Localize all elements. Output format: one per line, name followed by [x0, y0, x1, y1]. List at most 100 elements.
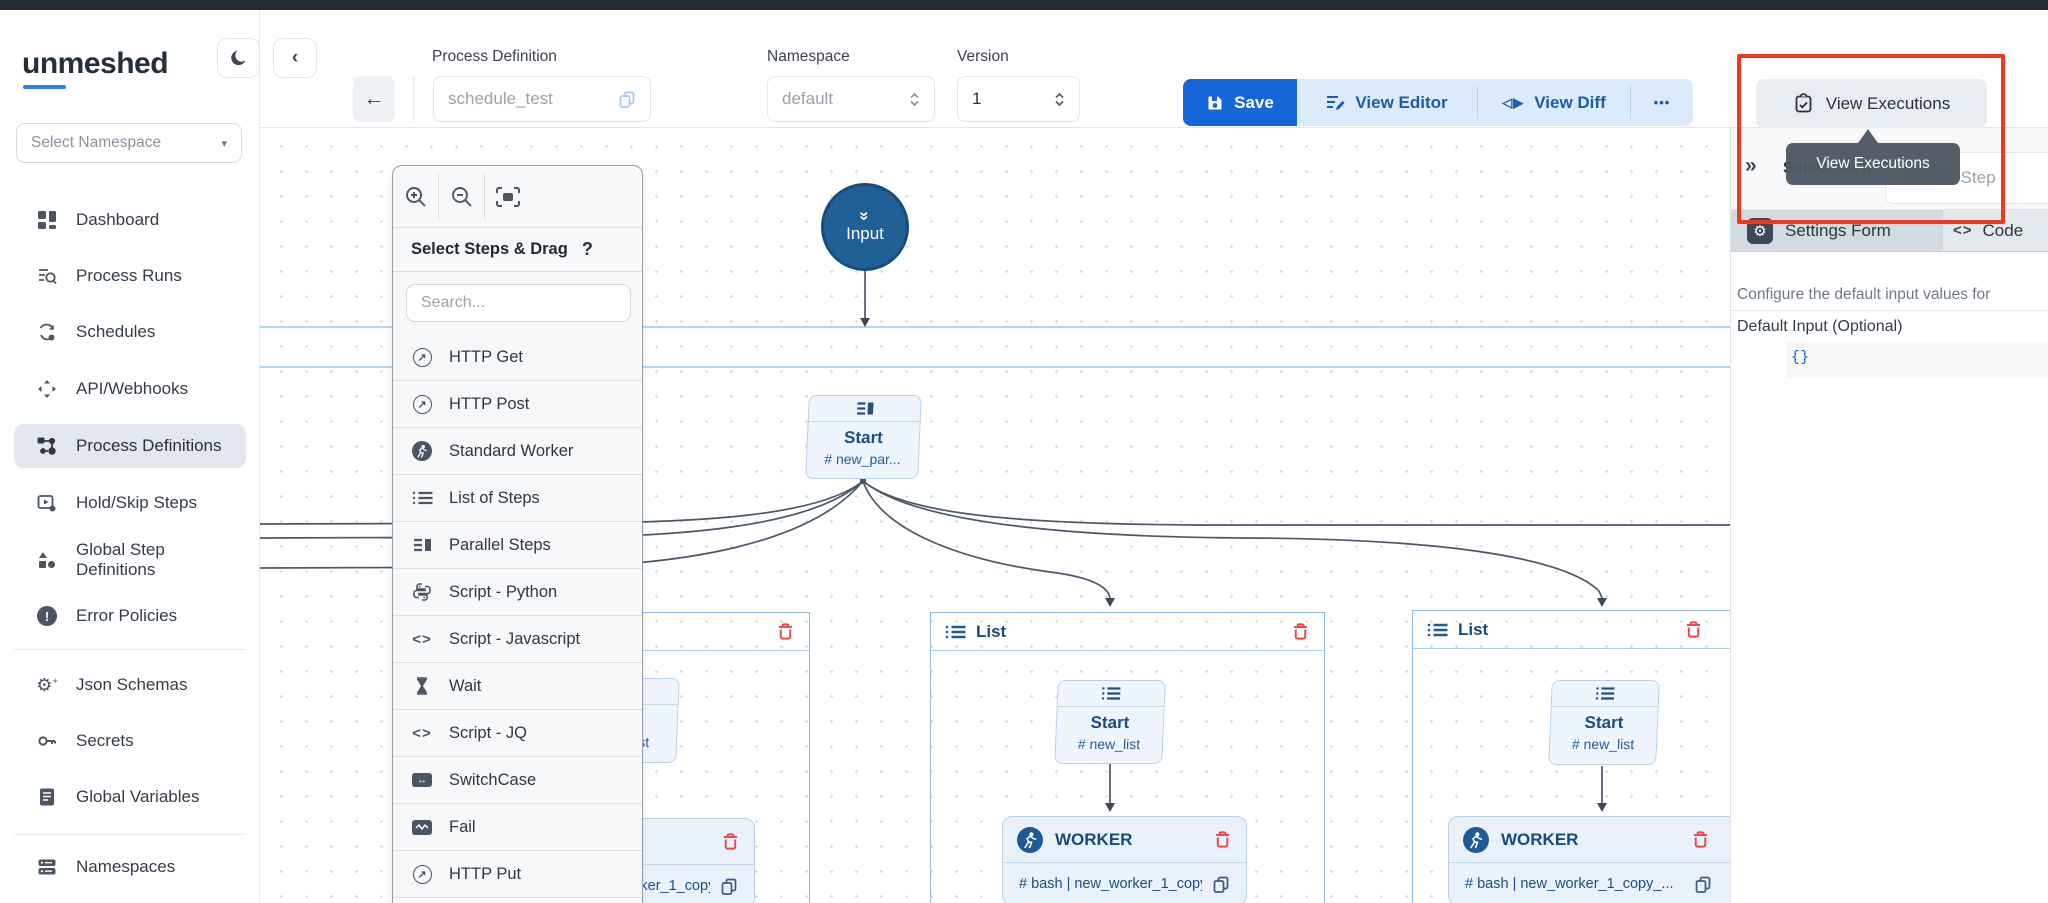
- step-item-label: Script - Javascript: [449, 629, 581, 648]
- process-definition-field[interactable]: schedule_test: [433, 76, 651, 122]
- delete-list-button[interactable]: [1291, 622, 1310, 641]
- delete-worker-button[interactable]: [1691, 830, 1710, 849]
- list-title: List: [976, 621, 1007, 641]
- delete-list-button[interactable]: [1684, 620, 1703, 639]
- fail-icon: [411, 816, 433, 838]
- worker-title: WORKER: [1055, 829, 1133, 849]
- tab-settings-form[interactable]: ⚙ Settings Form: [1731, 210, 1943, 251]
- step-item-http-put[interactable]: ↗ HTTP Put: [393, 851, 642, 898]
- list-container-right[interactable]: List: [1412, 610, 1730, 903]
- view-diff-button[interactable]: ◁▶ View Diff: [1478, 79, 1630, 126]
- input-node[interactable]: » Input: [821, 183, 909, 271]
- dark-mode-toggle[interactable]: [217, 38, 260, 78]
- workflow-canvas[interactable]: » Input Start # new_par... Start # new_l…: [260, 128, 1730, 903]
- copy-worker-button[interactable]: [1212, 875, 1230, 893]
- sidebar-collapse-button[interactable]: ‹: [273, 38, 317, 78]
- zoom-in-button[interactable]: [393, 185, 438, 209]
- view-executions-button[interactable]: View Executions: [1756, 79, 1987, 128]
- worker-subtitle: # bash | new_worker_1_copy_...: [1465, 876, 1674, 892]
- sidebar-item-hold-skip-steps[interactable]: Hold/Skip Steps: [14, 481, 246, 525]
- global-variables-icon: [36, 786, 58, 808]
- step-item-switchcase[interactable]: ↔ SwitchCase: [393, 757, 642, 804]
- help-icon[interactable]: ?: [581, 239, 593, 259]
- sidebar-item-namespaces[interactable]: Namespaces: [14, 845, 246, 889]
- tab-code[interactable]: <> Code: [1943, 210, 2048, 251]
- more-actions-button[interactable]: •••: [1631, 79, 1693, 126]
- editor-code-area[interactable]: [1787, 342, 2048, 378]
- brand-logo: unmeshed: [22, 47, 169, 80]
- delete-worker-button[interactable]: [1213, 830, 1232, 849]
- namespace-select[interactable]: Select Namespace ▾: [16, 123, 242, 163]
- step-item-http-post[interactable]: ↗ HTTP Post: [393, 381, 642, 428]
- copy-icon: [1212, 875, 1230, 893]
- delete-list-button[interactable]: [776, 622, 795, 641]
- back-button[interactable]: ←: [353, 76, 395, 122]
- sidebar-item-process-runs[interactable]: Process Runs: [14, 254, 246, 298]
- tab-label: Settings Form: [1785, 220, 1891, 240]
- list-start-node-right[interactable]: Start # new_list: [1548, 680, 1660, 765]
- copy-worker-button[interactable]: [1694, 875, 1712, 893]
- hourglass-icon: [411, 675, 433, 697]
- sidebar-item-label: Error Policies: [76, 606, 178, 625]
- sidebar-item-label: Process Runs: [76, 266, 182, 285]
- step-item-fail[interactable]: Fail: [393, 804, 642, 851]
- step-item-http-get[interactable]: ↗ HTTP Get: [393, 334, 642, 381]
- step-item-standard-worker[interactable]: Standard Worker: [393, 428, 642, 475]
- topbar: ← Process Definition schedule_test Names…: [260, 10, 2048, 128]
- sidebar-item-process-definitions[interactable]: Process Definitions: [14, 424, 246, 468]
- list-icon: [1551, 681, 1659, 707]
- sidebar-item-json-schemas[interactable]: ⚙+ Json Schemas: [14, 663, 246, 707]
- api-webhooks-icon: [36, 378, 58, 400]
- process-definitions-icon: [36, 435, 58, 457]
- fit-view-icon: [495, 186, 521, 208]
- steps-search-input[interactable]: [406, 284, 631, 322]
- sidebar-item-secrets[interactable]: Secrets: [14, 719, 246, 763]
- step-item-parallel-steps[interactable]: Parallel Steps: [393, 522, 642, 569]
- gear-icon: ⚙: [1747, 217, 1773, 244]
- dashboard-icon: [36, 209, 58, 231]
- step-item-script-javascript[interactable]: <> Script - Javascript: [393, 616, 642, 663]
- http-get-icon: ↗: [411, 346, 433, 368]
- right-panel-tabs: ⚙ Settings Form <> Code: [1731, 210, 2048, 252]
- sidebar-item-global-variables[interactable]: Global Variables: [14, 775, 246, 819]
- step-item-label: Script - Python: [449, 582, 558, 601]
- panel-collapse-button[interactable]: »: [1745, 154, 1757, 178]
- namespace-field[interactable]: default: [767, 76, 935, 122]
- sidebar-item-schedules[interactable]: Schedules: [14, 310, 246, 354]
- divider: [1731, 310, 2048, 311]
- copy-icon[interactable]: [618, 90, 636, 108]
- standard-worker-icon: [411, 440, 433, 462]
- stepper-updown-icon[interactable]: [1054, 91, 1065, 108]
- diff-icon: ◁▶: [1502, 94, 1525, 110]
- save-button[interactable]: Save: [1183, 79, 1297, 126]
- json-editor[interactable]: {}: [1731, 342, 2048, 378]
- view-editor-button[interactable]: View Editor: [1297, 79, 1477, 126]
- worker-node-right[interactable]: WORKER # bash | new_worker_1_copy_...: [1448, 816, 1730, 903]
- list-container-middle[interactable]: List: [930, 612, 1325, 903]
- step-item-script-jq[interactable]: <> Script - JQ: [393, 710, 642, 757]
- step-item-list-of-steps[interactable]: List of Steps: [393, 475, 642, 522]
- list-start-node-middle[interactable]: Start # new_list: [1054, 680, 1166, 764]
- step-item-label: Script - JQ: [449, 723, 527, 742]
- sidebar-item-api-webhooks[interactable]: API/Webhooks: [14, 367, 246, 411]
- copy-worker-button[interactable]: [720, 877, 738, 895]
- step-item-wait[interactable]: Wait: [393, 663, 642, 710]
- list-icon: [1427, 622, 1448, 638]
- step-item-script-python[interactable]: Script - Python: [393, 569, 642, 616]
- edit-lines-icon: [1326, 94, 1345, 111]
- node-subtitle: # new_list: [1571, 736, 1635, 752]
- workflow-edges: [260, 271, 1730, 812]
- zoom-out-button[interactable]: [439, 185, 484, 209]
- editor-value[interactable]: {}: [1791, 349, 1810, 366]
- sidebar-item-dashboard[interactable]: Dashboard: [14, 198, 246, 242]
- fit-view-button[interactable]: [485, 186, 530, 208]
- zoom-out-icon: [450, 185, 474, 209]
- sidebar-item-error-policies[interactable]: ! Error Policies: [14, 594, 246, 638]
- delete-worker-button[interactable]: [721, 832, 740, 851]
- trash-icon: [1684, 620, 1703, 639]
- sidebar-item-global-step-definitions[interactable]: Global Step Definitions: [14, 538, 246, 582]
- parallel-start-node[interactable]: Start # new_par...: [805, 395, 922, 479]
- worker-node-middle[interactable]: WORKER # bash | new_worker_1_copy_...: [1002, 816, 1247, 903]
- version-stepper[interactable]: 1: [957, 76, 1080, 122]
- process-runs-icon: [36, 265, 58, 287]
